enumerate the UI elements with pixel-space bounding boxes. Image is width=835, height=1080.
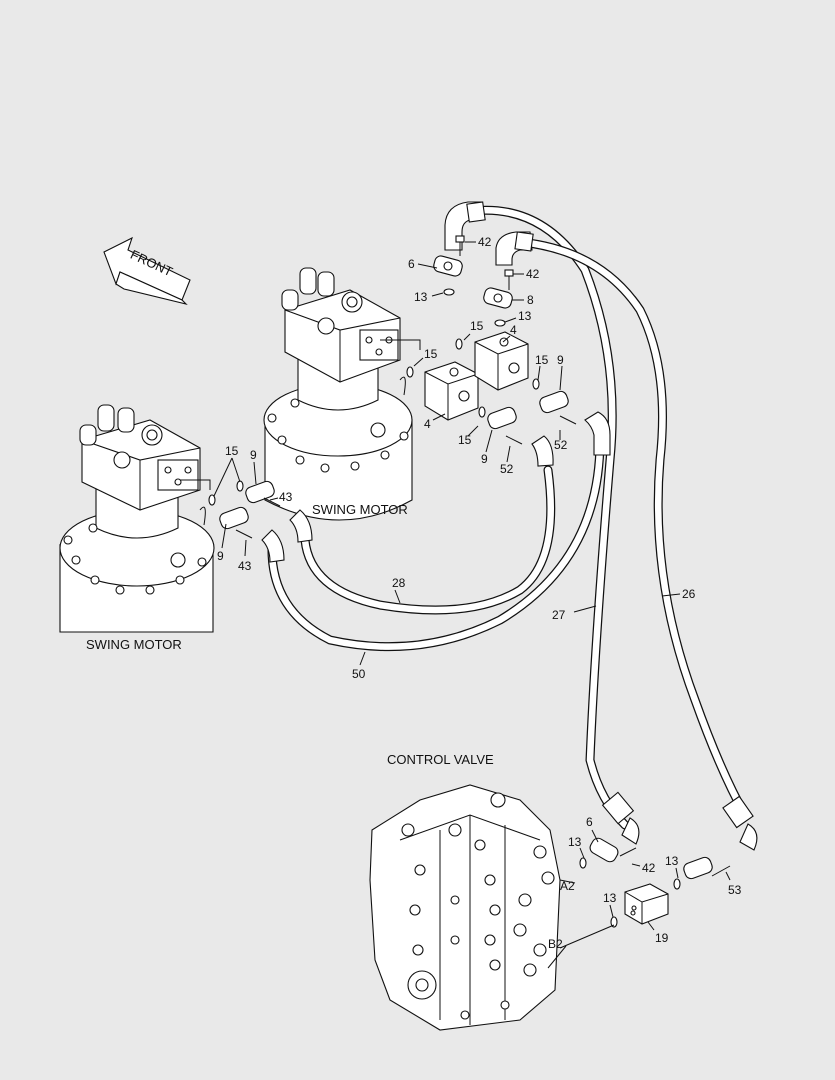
part-label-28: 28 [392, 576, 406, 590]
part-label-9: 9 [217, 549, 224, 563]
part-label-A2: A2 [560, 879, 575, 893]
part-label-42: 42 [478, 235, 492, 249]
hose-50 [267, 435, 605, 652]
part-label-43: 43 [279, 490, 293, 504]
o-rings [208, 288, 681, 928]
control-valve [369, 784, 561, 1031]
part-label-42: 42 [526, 267, 540, 281]
flanges [219, 235, 731, 880]
part-label-43: 43 [238, 559, 252, 573]
part-label-13: 13 [518, 309, 532, 323]
part-label-4: 4 [510, 323, 517, 337]
part-label-15: 15 [535, 353, 549, 367]
part-label-6: 6 [586, 815, 593, 829]
block-4-right [474, 331, 529, 391]
swing-motor-left [59, 404, 215, 633]
swing-motor-left-caption: SWING MOTOR [86, 637, 182, 652]
part-label-15: 15 [470, 319, 484, 333]
part-number-labels: 42 6 13 42 8 13 15 4 15 15 9 4 15 52 9 5… [217, 235, 742, 951]
part-label-8: 8 [527, 293, 534, 307]
swing-motor-right [263, 267, 413, 521]
hose-26 [515, 237, 750, 820]
block-4-left [424, 361, 479, 421]
front-arrow: FRONT [103, 236, 191, 305]
hose-27 [460, 205, 630, 830]
part-label-53: 53 [728, 883, 742, 897]
swing-motor-right-caption: SWING MOTOR [312, 502, 408, 517]
part-label-13: 13 [665, 854, 679, 868]
part-label-52: 52 [500, 462, 514, 476]
part-label-4: 4 [424, 417, 431, 431]
hose-28 [300, 465, 556, 615]
part-label-13: 13 [414, 290, 428, 304]
block-19 [624, 883, 669, 925]
hose-fittings [261, 201, 758, 851]
part-label-26: 26 [682, 587, 696, 601]
part-label-15: 15 [458, 433, 472, 447]
part-label-19: 19 [655, 931, 669, 945]
part-label-13: 13 [603, 891, 617, 905]
part-label-9: 9 [557, 353, 564, 367]
part-label-9: 9 [250, 448, 257, 462]
part-label-15: 15 [424, 347, 438, 361]
part-label-15: 15 [225, 444, 239, 458]
part-label-B2: B2 [548, 937, 563, 951]
leader-lines [180, 241, 731, 969]
control-valve-caption: CONTROL VALVE [387, 752, 494, 767]
part-label-27: 27 [552, 608, 566, 622]
part-label-6: 6 [408, 257, 415, 271]
part-label-9: 9 [481, 452, 488, 466]
part-label-50: 50 [352, 667, 366, 681]
part-label-42: 42 [642, 861, 656, 875]
part-label-13: 13 [568, 835, 582, 849]
part-label-52: 52 [554, 438, 568, 452]
